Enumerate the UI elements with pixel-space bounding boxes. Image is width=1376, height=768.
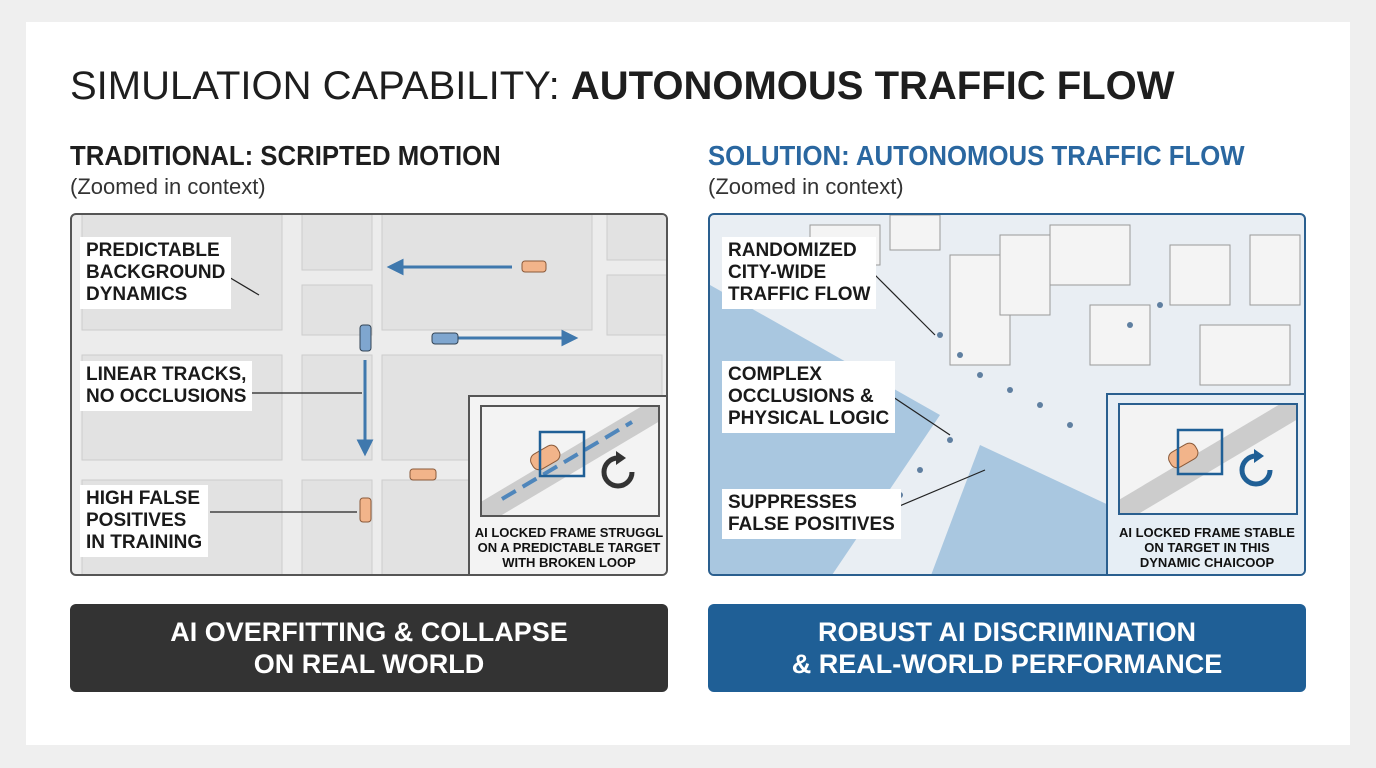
inset-caption-right: AI LOCKED FRAME STABLE ON TARGET IN THIS… xyxy=(1119,525,1295,570)
autonomous-flow-map: RANDOMIZED CITY-WIDE TRAFFIC FLOW COMPLE… xyxy=(708,213,1306,576)
outcome-banner-right: ROBUST AI DISCRIMINATION & REAL-WORLD PE… xyxy=(708,604,1306,692)
label-linear-tracks: LINEAR TRACKS, NO OCCLUSIONS xyxy=(80,361,253,411)
label-randomized-flow: RANDOMIZED CITY-WIDE TRAFFIC FLOW xyxy=(722,237,877,309)
scripted-motion-map: PREDICTABLE BACKGROUND DYNAMICS LINEAR T… xyxy=(70,213,668,576)
label-suppresses-fp: SUPPRESSES FALSE POSITIVES xyxy=(722,489,901,539)
refresh-arrows-icon xyxy=(1239,449,1273,487)
outcome-banner-left: AI OVERFITTING & COLLAPSE ON REAL WORLD xyxy=(70,604,668,692)
left-heading: TRADITIONAL: SCRIPTED MOTION xyxy=(70,140,501,171)
lock-frame xyxy=(538,430,586,478)
label-high-false-positives: HIGH FALSE POSITIVES IN TRAINING xyxy=(80,485,209,557)
right-heading: SOLUTION: AUTONOMOUS TRAFFIC FLOW xyxy=(708,140,1245,171)
stable-frame-diagram xyxy=(1118,403,1298,515)
left-context: (Zoomed in context) xyxy=(70,174,266,199)
label-complex-occlusions: COMPLEX OCCLUSIONS & PHYSICAL LOGIC xyxy=(722,361,896,433)
tracking-inset-right: AI LOCKED FRAME STABLE ON TARGET IN THIS… xyxy=(1106,393,1304,574)
right-context: (Zoomed in context) xyxy=(708,174,904,199)
grid-road-map xyxy=(81,215,666,574)
label-predictable-dynamics: PREDICTABLE BACKGROUND DYNAMICS xyxy=(80,237,232,309)
page-title: SIMULATION CAPABILITY: AUTONOMOUS TRAFFI… xyxy=(70,64,1175,108)
inset-caption-left: AI LOCKED FRAME STRUGGL ON A PREDICTABLE… xyxy=(474,525,664,570)
locked-frame-diagram xyxy=(480,405,660,517)
tracking-inset-left: AI LOCKED FRAME STRUGGL ON A PREDICTABLE… xyxy=(468,395,666,574)
loop-arrows-icon xyxy=(601,451,635,489)
